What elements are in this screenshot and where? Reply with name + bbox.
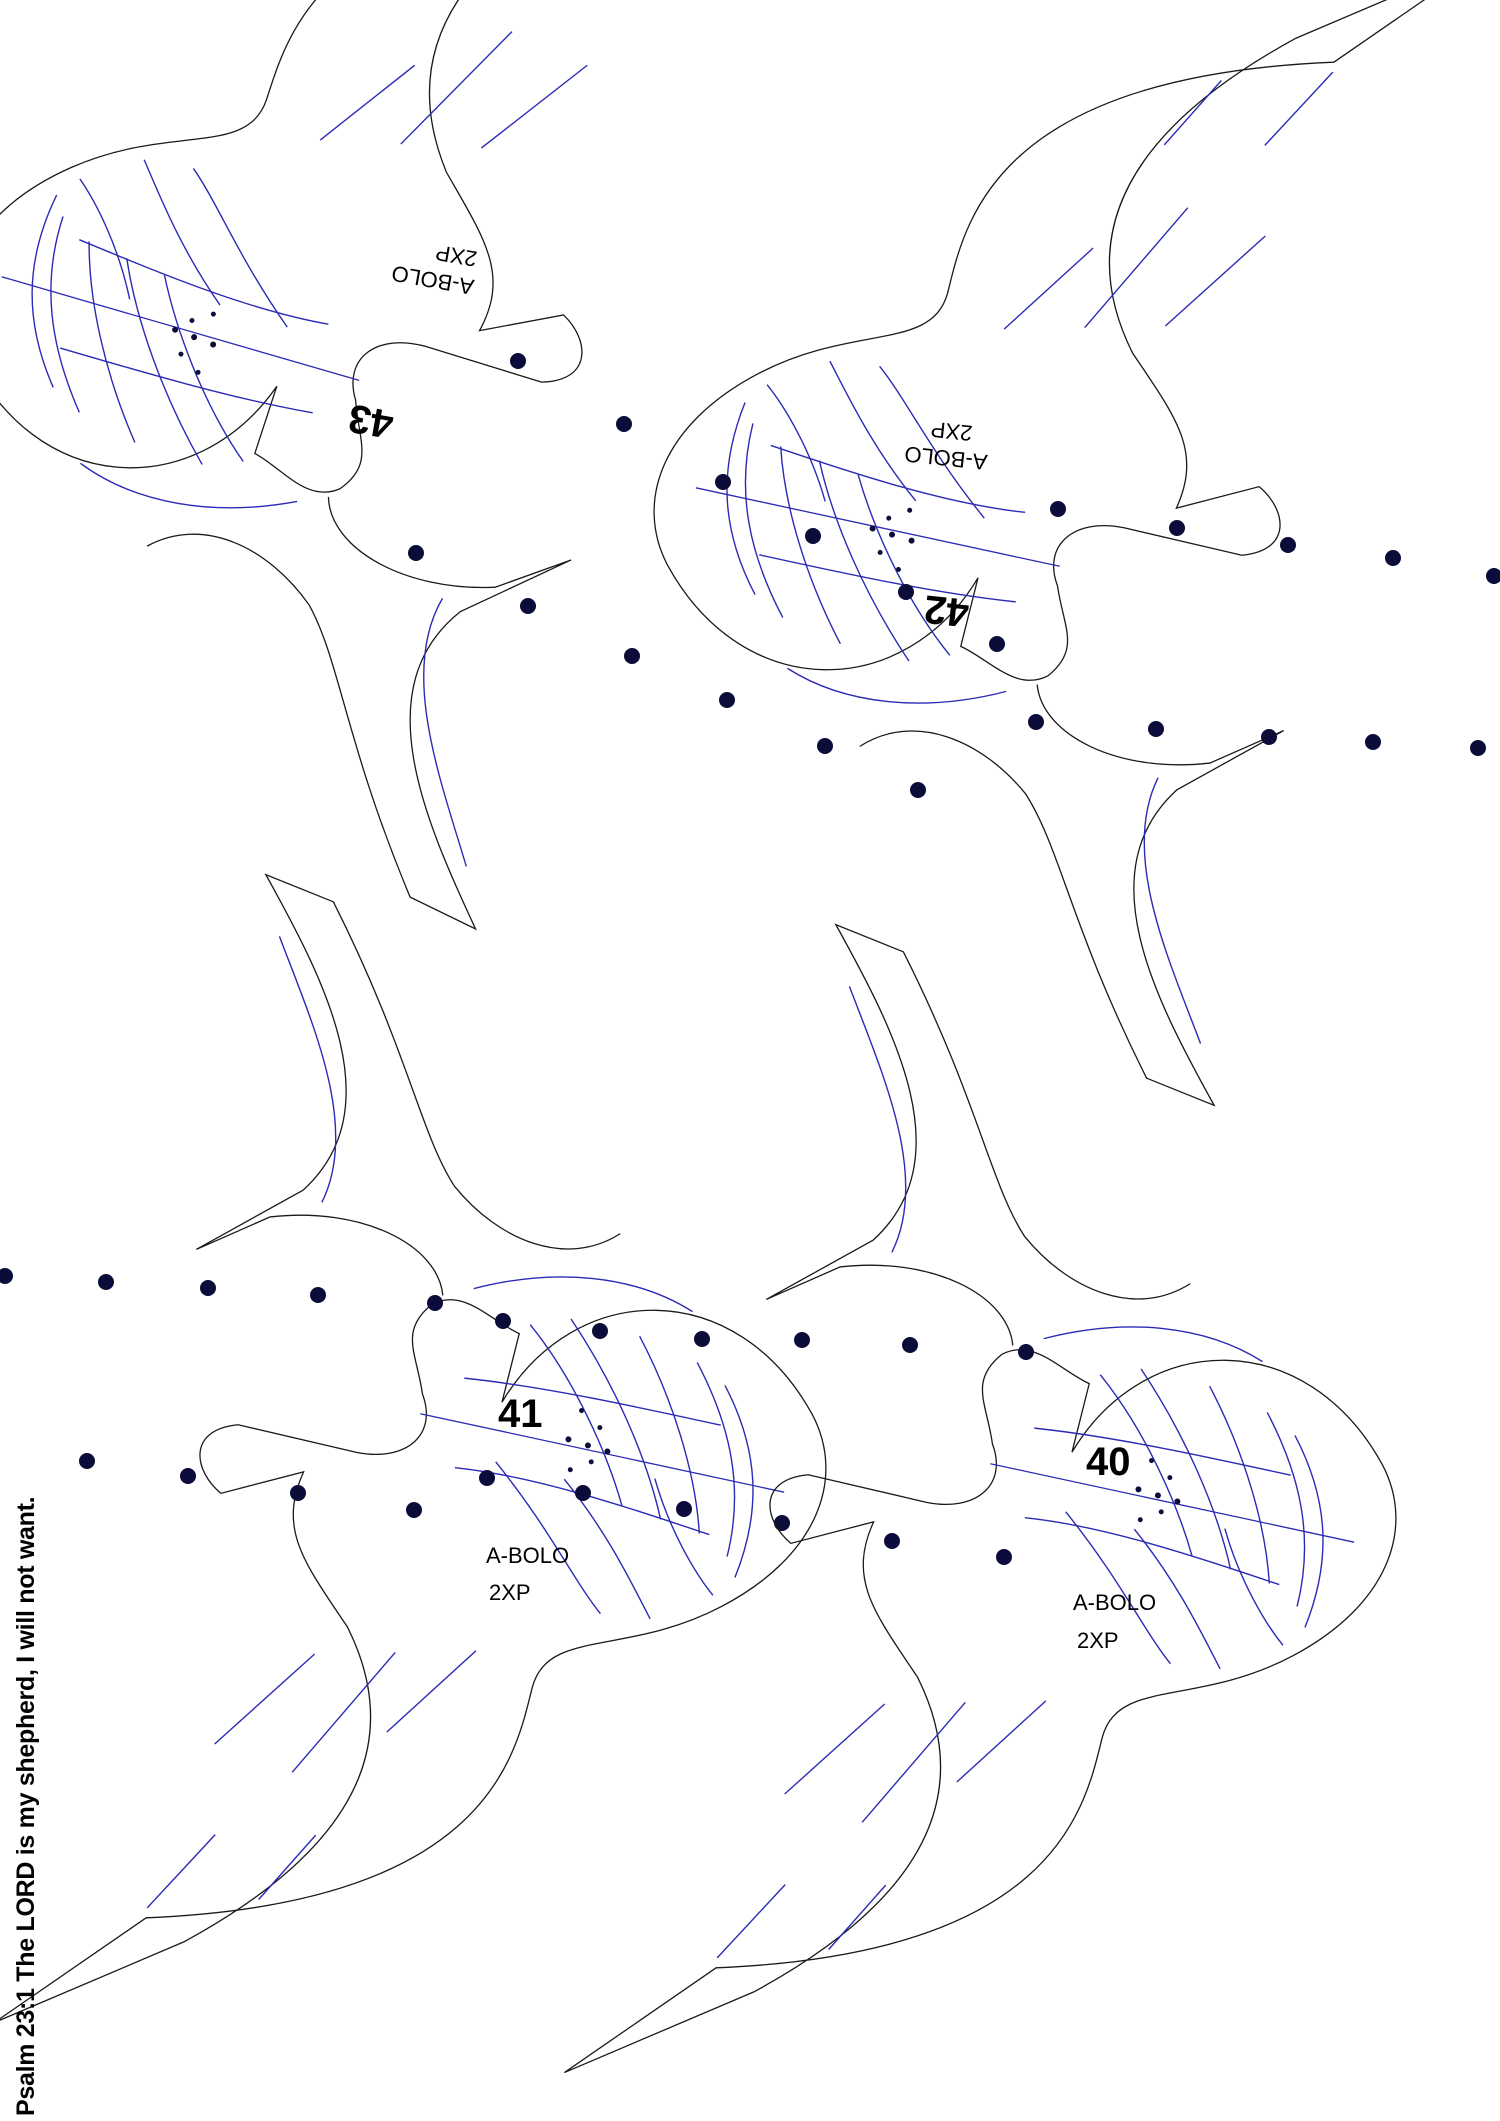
verse-caption: Psalm 23:1 The LORD is my shepherd, I wi… bbox=[12, 1496, 40, 2116]
piece-42-number: 42 bbox=[922, 586, 971, 634]
piece-43-holes bbox=[408, 353, 640, 664]
piece-43-number: 43 bbox=[345, 395, 396, 446]
piece-42 bbox=[597, 0, 1487, 1122]
piece-41-holes bbox=[0, 1268, 810, 1531]
piece-40-number: 40 bbox=[1086, 1440, 1131, 1484]
piece-42-holes bbox=[715, 474, 1500, 798]
piece-40-label: A-BOLO bbox=[1073, 1590, 1156, 1615]
piece-43 bbox=[0, 0, 828, 956]
piece-43-qty: 2XP bbox=[434, 240, 479, 272]
piece-41 bbox=[0, 858, 883, 2104]
piece-42-qty: 2XP bbox=[930, 417, 974, 446]
piece-40-holes bbox=[884, 1337, 1034, 1565]
piece-42-label: A-BOLO bbox=[903, 441, 988, 475]
piece-40-qty: 2XP bbox=[1077, 1628, 1119, 1653]
piece-41-qty: 2XP bbox=[489, 1580, 531, 1605]
piece-41-number: 41 bbox=[498, 1392, 543, 1436]
piece-41-label: A-BOLO bbox=[486, 1543, 569, 1568]
